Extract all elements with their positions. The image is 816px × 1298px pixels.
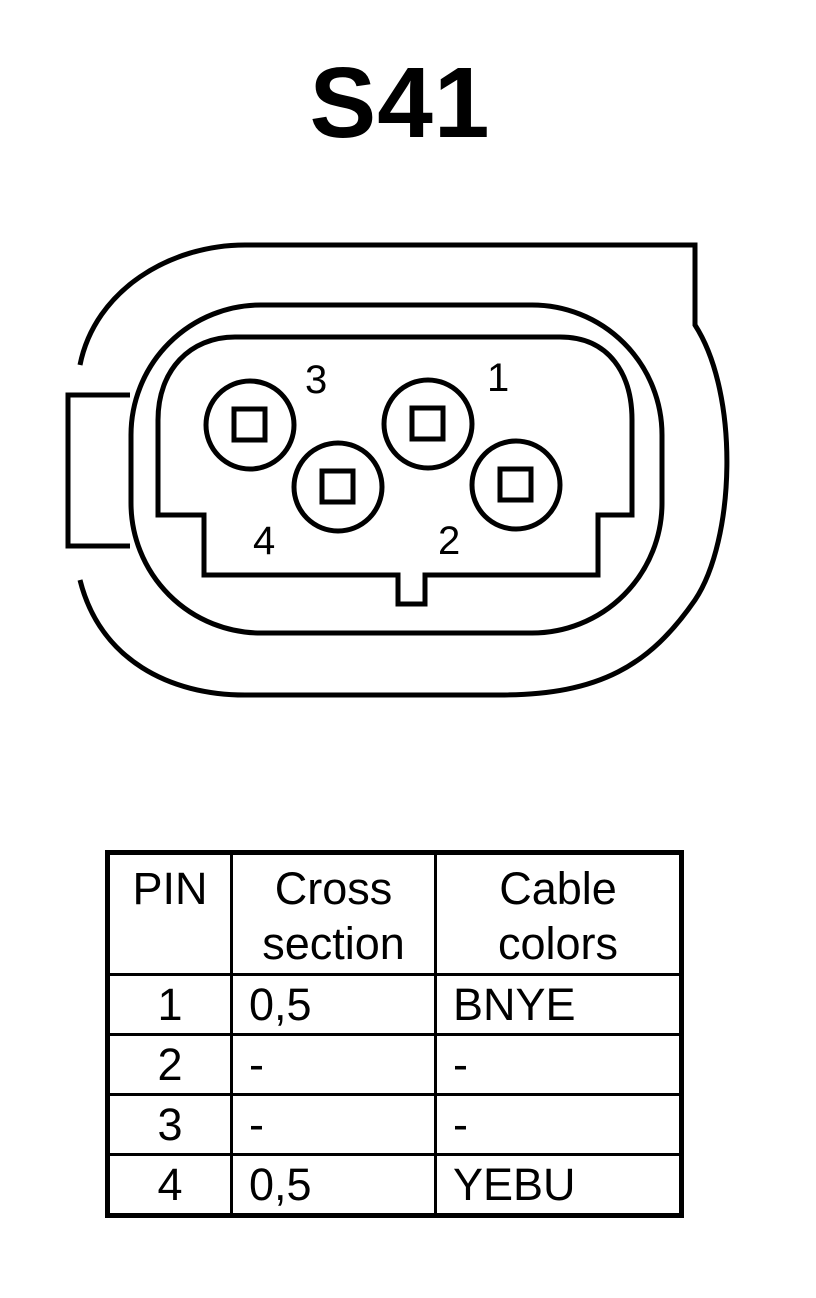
header-cable-colors: Cable colors [434, 851, 683, 976]
connector-title: S41 [309, 47, 491, 159]
pin-3-terminal [231, 406, 268, 443]
cable-color-cell: BNYE [434, 973, 683, 1036]
cable-color-cell: YEBU [434, 1153, 683, 1217]
table-row: 3 - - [106, 1093, 683, 1156]
pin-carrier [155, 334, 635, 607]
pin-cell: 1 [106, 973, 233, 1036]
connector-diagram: 3 1 4 2 [65, 242, 730, 698]
inner-ring [128, 302, 665, 636]
pin-cell: 4 [106, 1153, 233, 1217]
table-header-row: PIN Cross section Cable colors [106, 851, 683, 976]
cable-color-cell: - [434, 1093, 683, 1156]
pin-label-1: 1 [487, 356, 509, 400]
pin-label-2: 2 [438, 519, 460, 563]
pin-label-4: 4 [253, 519, 275, 563]
cable-color-cell: - [434, 1033, 683, 1096]
cross-section-cell: - [230, 1093, 437, 1156]
table-row: 2 - - [106, 1033, 683, 1096]
header-cross-section: Cross section [230, 851, 437, 976]
cross-section-cell: 0,5 [230, 1153, 437, 1217]
pin-cell: 2 [106, 1033, 233, 1096]
cross-section-cell: 0,5 [230, 973, 437, 1036]
latch-tab [65, 392, 130, 549]
pin-4-contact [291, 440, 385, 534]
pin-2-terminal [497, 466, 534, 503]
pin-assignment-table: PIN Cross section Cable colors 1 0,5 BNY… [105, 850, 684, 1218]
cross-section-cell: - [230, 1033, 437, 1096]
pin-2-contact [469, 438, 563, 532]
table-row: 1 0,5 BNYE [106, 973, 683, 1036]
pin-1-terminal [409, 405, 446, 442]
pin-cell: 3 [106, 1093, 233, 1156]
housing-outline [77, 242, 730, 698]
pin-3-contact [203, 378, 297, 472]
pin-4-terminal [319, 468, 356, 505]
pin-1-contact [381, 377, 475, 471]
table-row: 4 0,5 YEBU [106, 1153, 683, 1217]
pin-label-3: 3 [305, 358, 327, 402]
header-pin: PIN [106, 851, 233, 976]
